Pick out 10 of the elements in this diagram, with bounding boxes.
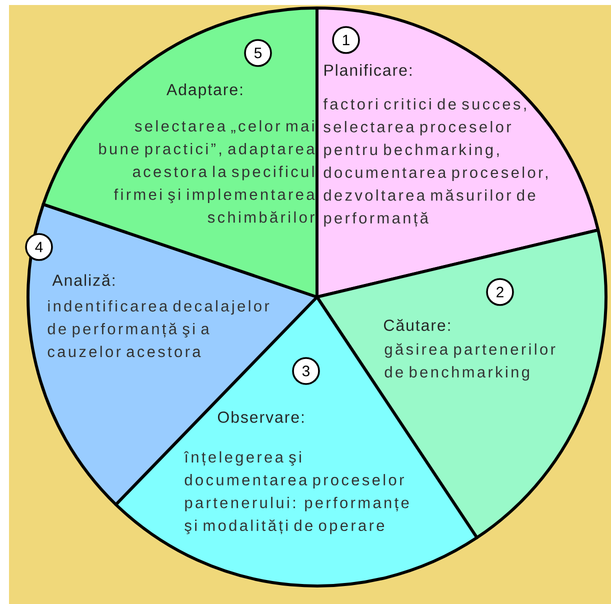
sector-title: Analiză: <box>52 274 114 286</box>
sector-title: Observare: <box>218 411 304 423</box>
sector-text: găsirea partenerilor de benchmarking <box>384 343 556 381</box>
sector-text: indentificarea decalajelor de performanță şi a cauzelor acestora <box>48 300 270 358</box>
sector-text: factori critici de succes, selectarea proceselor pentru bechmarking, documentarea proceselor, dezvoltarea măsurilor de performanță <box>323 98 548 227</box>
sector-text: înțelegerea şi documentarea proceselor partenerului: performanțe şi modalități de operare <box>184 451 409 534</box>
sector-title: Căutare: <box>384 319 450 331</box>
sector-title: Adaptare: <box>166 84 242 98</box>
sector-title: Planificare: <box>324 64 412 76</box>
sector-text: selectarea „celor mai bune practici”, adaptarea acestora la specificul firmei şi implementarea schimbărilor <box>99 120 315 223</box>
